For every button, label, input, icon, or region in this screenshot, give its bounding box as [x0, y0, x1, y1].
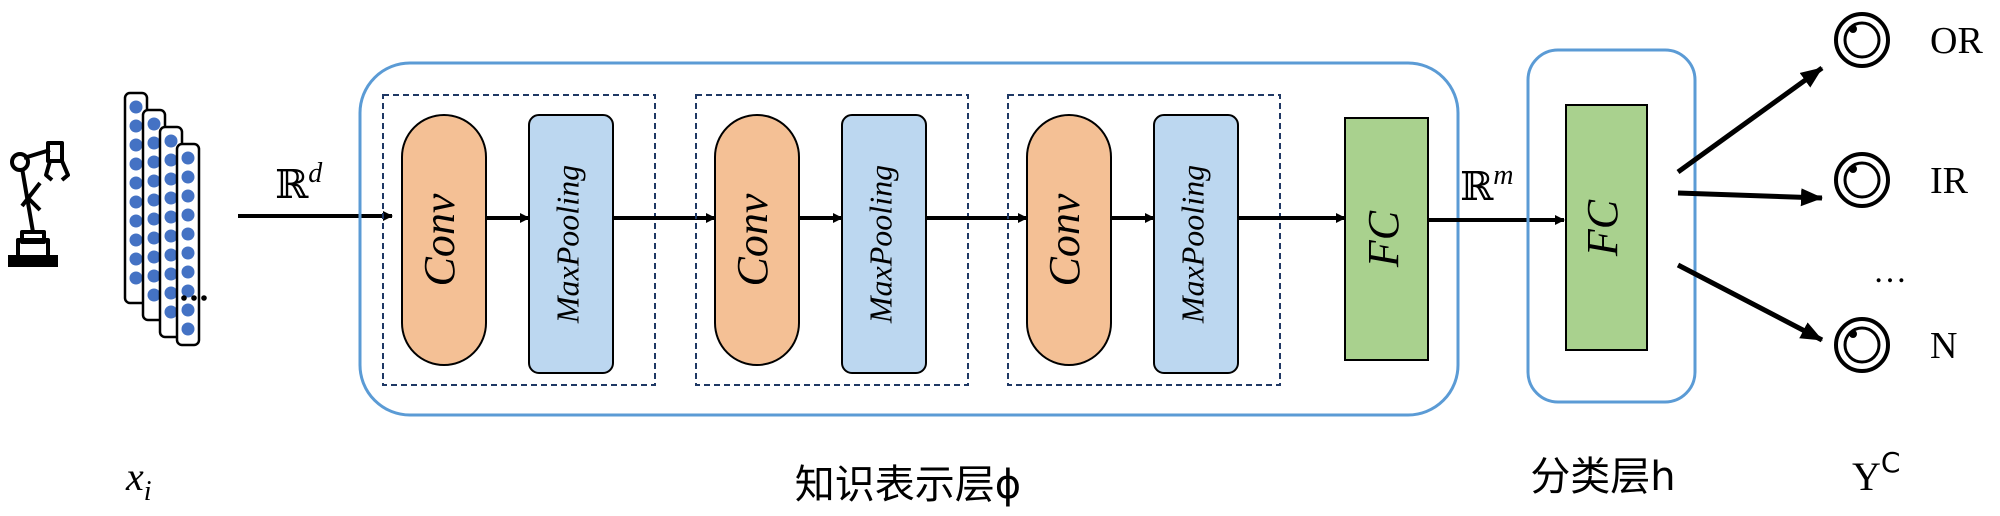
- conv-block-1: Conv MaxPooling: [382, 94, 716, 386]
- input-node: [129, 195, 143, 209]
- conv-block-2: Conv MaxPooling: [695, 94, 1028, 386]
- conv-label: Conv: [1040, 193, 1089, 286]
- input-node: [147, 250, 161, 264]
- maxpool-label: MaxPooling: [1174, 165, 1210, 324]
- input-node: [129, 252, 143, 266]
- maxpool-box: [841, 114, 927, 374]
- input-node: [181, 151, 195, 165]
- input-node: [164, 248, 178, 262]
- input-node: [181, 322, 195, 336]
- input-node: [147, 117, 161, 131]
- bearing-icon: [1834, 12, 1890, 68]
- conv-block-frame: [695, 94, 969, 386]
- maxpool-box: [528, 114, 614, 374]
- knowledge-layer-frame: [358, 61, 1460, 417]
- input-node: [164, 305, 178, 319]
- bearing-icon: [1834, 317, 1890, 373]
- output-label: YC: [1852, 446, 1900, 499]
- input-node: [181, 303, 195, 317]
- input-stack: [123, 91, 207, 347]
- output-class-n: N: [1834, 317, 1957, 373]
- input-dim-label: ℝd: [275, 158, 323, 207]
- input-node: [147, 174, 161, 188]
- input-node: [129, 271, 143, 285]
- input-node: [164, 210, 178, 224]
- conv-box: [1026, 114, 1112, 366]
- input-node: [147, 212, 161, 226]
- input-node: [147, 193, 161, 207]
- input-label: xi: [125, 454, 152, 507]
- input-node: [164, 191, 178, 205]
- conv-block-3: Conv MaxPooling: [1007, 94, 1346, 386]
- robot-arm-icon: [8, 141, 70, 267]
- input-node: [164, 267, 178, 281]
- input-node: [181, 189, 195, 203]
- input-sample-panel: [123, 91, 149, 305]
- output-class-label: OR: [1930, 20, 1983, 62]
- maxpool-label: MaxPooling: [549, 165, 585, 324]
- input-node: [164, 172, 178, 186]
- conv-label: Conv: [728, 193, 777, 286]
- output-arrow-n: [1676, 262, 1824, 343]
- input-node: [164, 153, 178, 167]
- classifier-fc-label: FC: [1578, 199, 1627, 257]
- input-node: [164, 286, 178, 300]
- classifier-label: 分类层h: [1530, 454, 1675, 500]
- input-node: [147, 269, 161, 283]
- output-classes: OR IR N: [1834, 12, 1983, 373]
- input-node: [147, 155, 161, 169]
- output-class-or: OR: [1834, 12, 1983, 68]
- input-node: [181, 265, 195, 279]
- output-class-label: N: [1930, 325, 1957, 367]
- input-sample-panel: [175, 142, 201, 347]
- conv-label: Conv: [415, 193, 464, 286]
- input-node: [147, 136, 161, 150]
- input-node: [164, 229, 178, 243]
- input-node: [147, 288, 161, 302]
- input-node: [129, 214, 143, 228]
- input-node: [181, 208, 195, 222]
- maxpool-box: [1153, 114, 1239, 374]
- knowledge-layer-label: 知识表示层ϕ: [795, 462, 1021, 508]
- output-class-label: IR: [1930, 160, 1969, 202]
- conv-block-frame: [382, 94, 656, 386]
- output-ellipsis: …: [1873, 253, 1907, 290]
- classifier-frame: [1526, 48, 1697, 404]
- output-class-ir: IR: [1834, 152, 1969, 208]
- conv-block-frame: [1007, 94, 1281, 386]
- ellipsis-dots: [181, 295, 207, 301]
- output-arrow-or: [1676, 65, 1824, 175]
- input-node: [147, 231, 161, 245]
- input-node: [129, 233, 143, 247]
- input-node: [129, 119, 143, 133]
- input-node: [129, 176, 143, 190]
- input-node: [129, 138, 143, 152]
- latent-dim-label: ℝm: [1460, 160, 1513, 209]
- conv-blocks: Conv MaxPooling Conv MaxPooling Conv MaxPooli…: [382, 94, 1346, 386]
- input-node: [181, 246, 195, 260]
- conv-box: [714, 114, 800, 366]
- conv-box: [401, 114, 487, 366]
- input-node: [129, 100, 143, 114]
- input-node: [181, 284, 195, 298]
- input-node: [164, 134, 178, 148]
- input-node: [129, 157, 143, 171]
- input-node: [181, 170, 195, 184]
- classifier-fc-box: [1565, 104, 1648, 351]
- bearing-icon: [1834, 152, 1890, 208]
- knowledge-fc-box: [1344, 117, 1429, 361]
- input-node: [181, 227, 195, 241]
- output-arrow-ir: [1677, 188, 1823, 207]
- maxpool-label: MaxPooling: [862, 165, 898, 324]
- knowledge-fc-label: FC: [1359, 210, 1408, 268]
